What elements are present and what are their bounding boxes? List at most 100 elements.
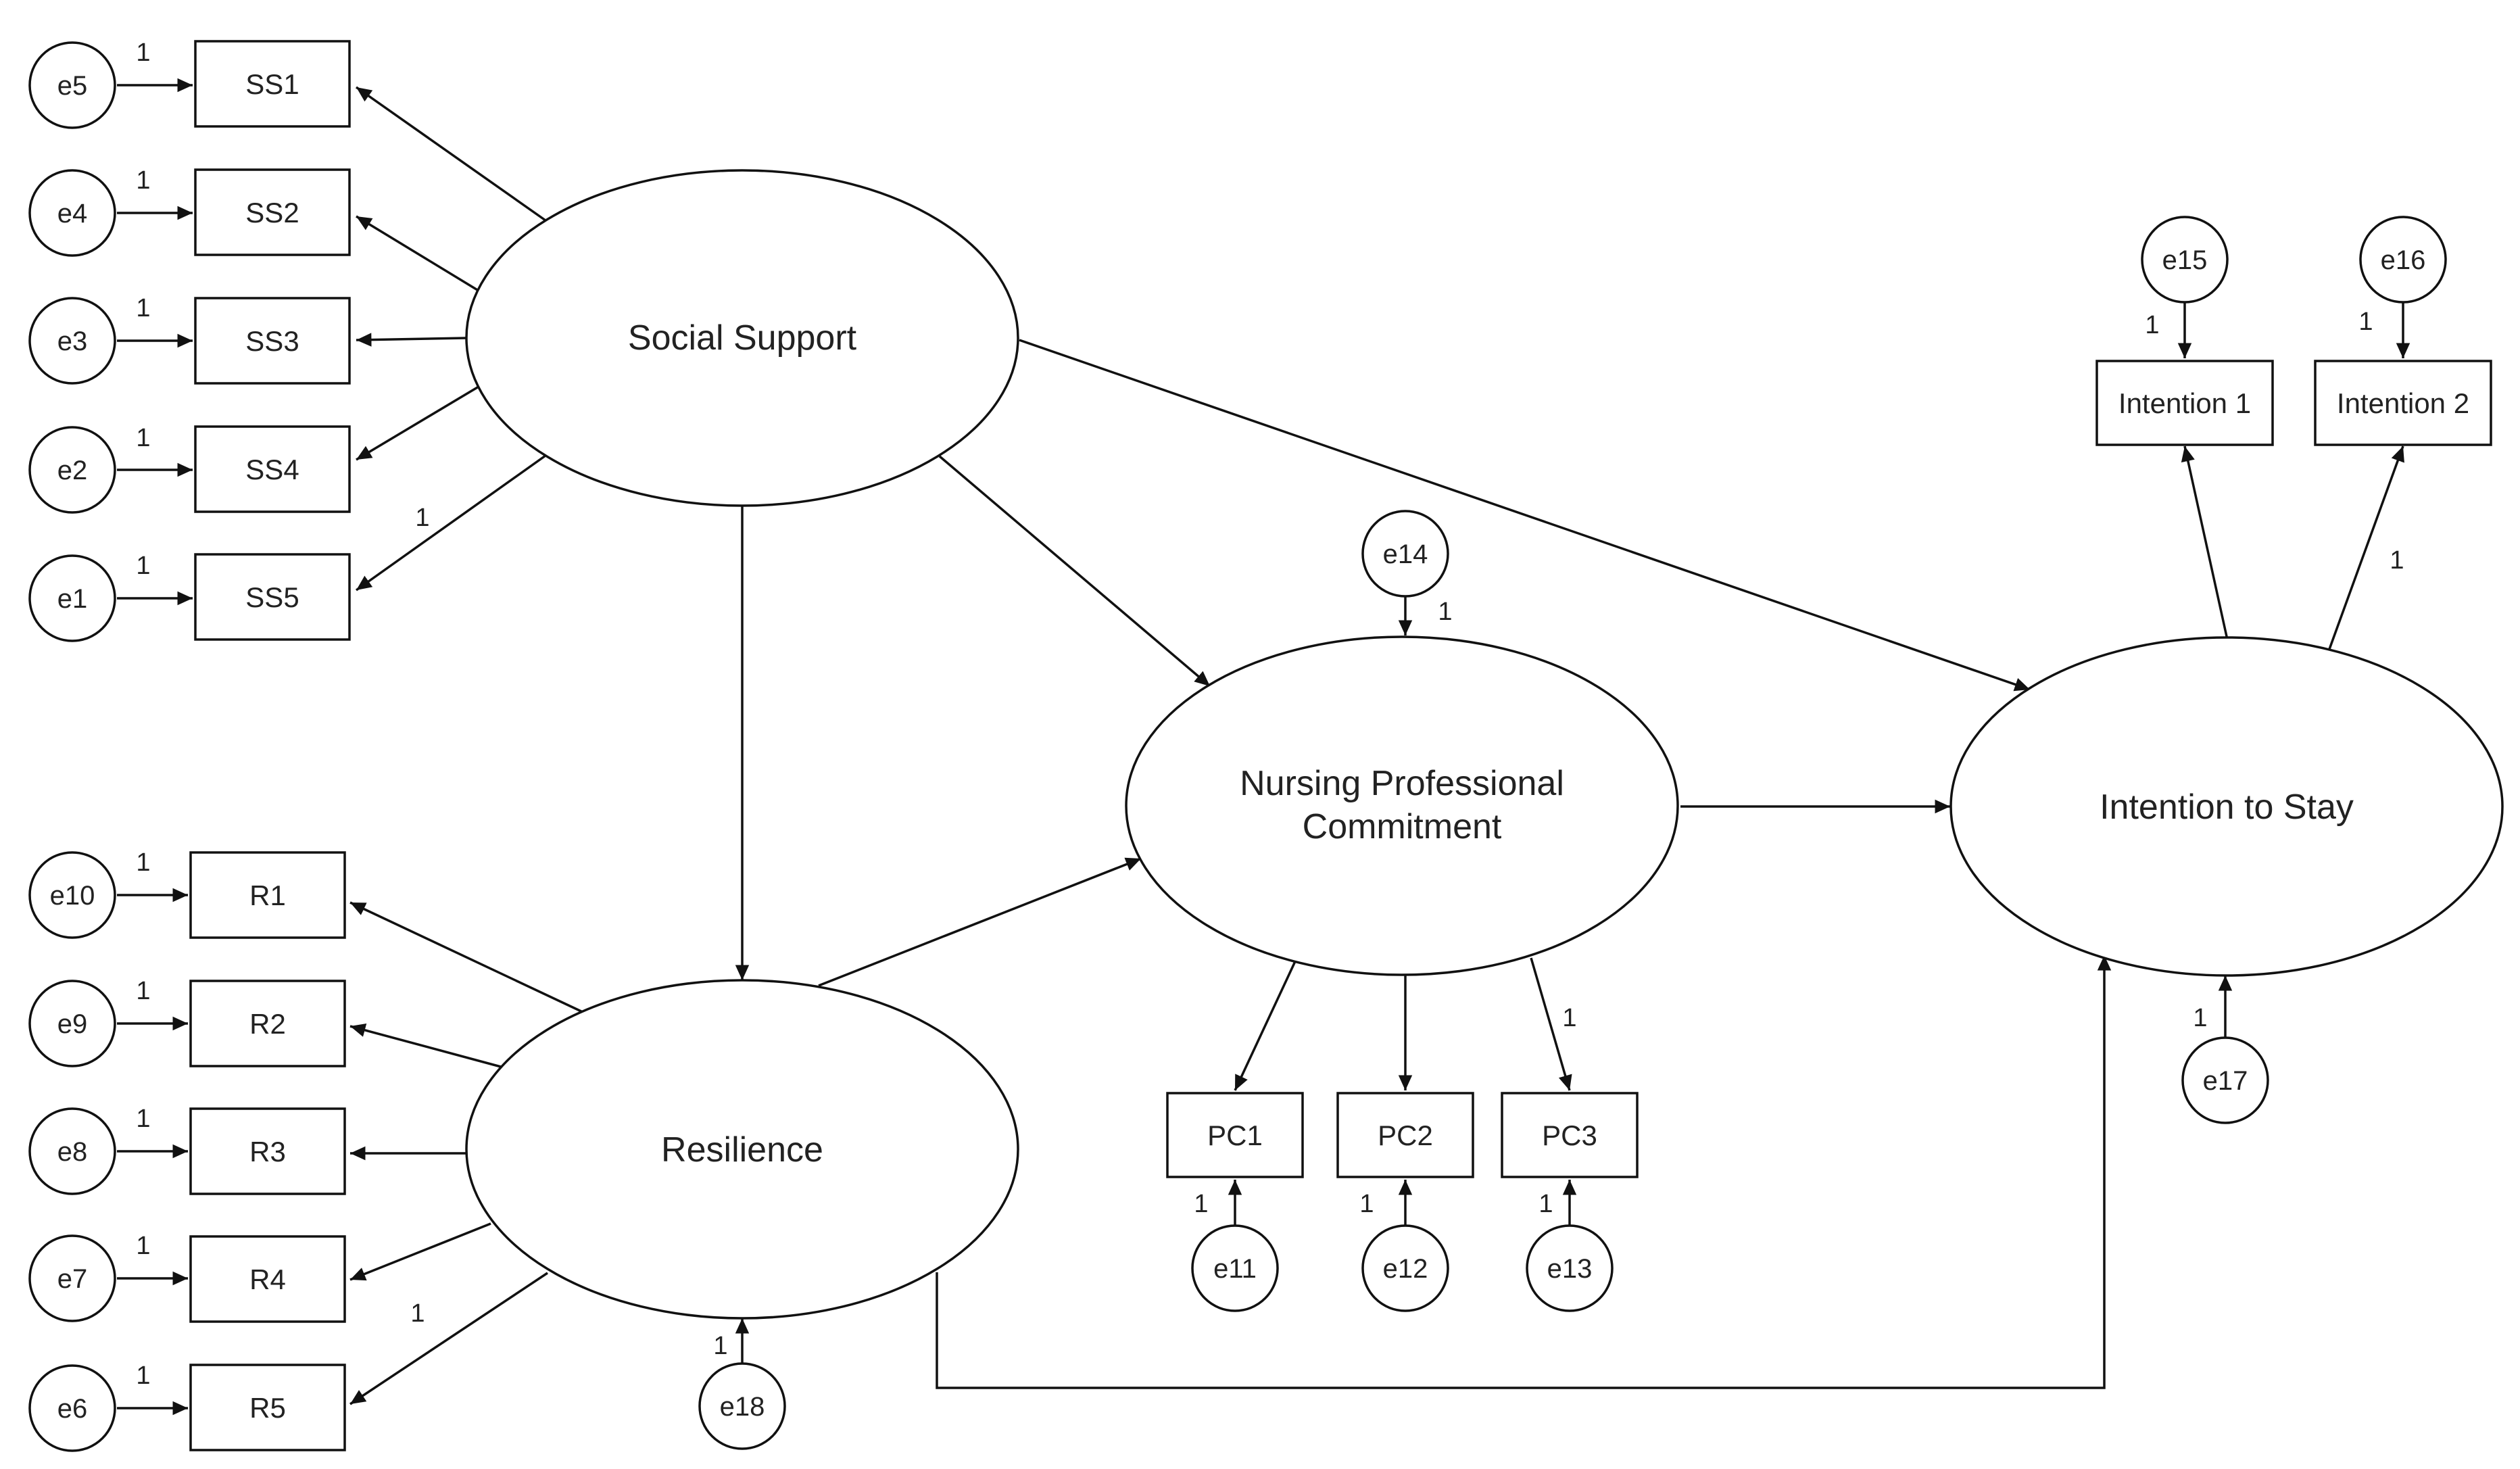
error-label-e5: e5	[57, 71, 88, 101]
fixed-weight-ss5-loading: 1	[415, 504, 429, 532]
loading-ss-ss3	[356, 333, 467, 347]
indicator-label-intention-1: Intention 1	[2118, 387, 2251, 419]
indicator-r3[interactable]: R3	[189, 1107, 346, 1195]
error-label-e17: e17	[2203, 1066, 2248, 1096]
path-res-npc	[818, 857, 1142, 987]
indicator-ss4[interactable]: SS4	[194, 425, 351, 513]
indicator-label-ss4: SS4	[245, 454, 299, 485]
fixed-weight-e4: 1	[136, 166, 150, 195]
error-e9[interactable]: e9	[28, 980, 116, 1067]
error-e10[interactable]: e10	[28, 851, 116, 939]
error-e8[interactable]: e8	[28, 1107, 116, 1195]
fixed-weight-e9: 1	[136, 977, 150, 1005]
indicator-intention-2[interactable]: Intention 2	[2314, 360, 2492, 446]
error-e15[interactable]: e15	[2141, 216, 2229, 304]
fixed-weight-e7: 1	[136, 1232, 150, 1260]
fixed-weight-e10: 1	[136, 848, 150, 877]
latent-label-npc-line1: Nursing Professional	[1240, 764, 1564, 803]
fixed-weight-int2-loading: 1	[2390, 546, 2404, 575]
indicator-label-r1: R1	[249, 880, 286, 911]
indicator-intention-1[interactable]: Intention 1	[2095, 360, 2274, 446]
latent-label-npc-line2: Commitment	[1303, 807, 1502, 846]
fixed-weight-e1: 1	[136, 552, 150, 580]
path-ss-npc	[938, 455, 1211, 688]
error-label-e10: e10	[50, 881, 95, 911]
indicator-ss2[interactable]: SS2	[194, 168, 351, 256]
error-label-e13: e13	[1547, 1254, 1593, 1284]
indicator-r4[interactable]: R4	[189, 1235, 346, 1323]
error-e7[interactable]: e7	[28, 1234, 116, 1322]
error-label-e12: e12	[1383, 1254, 1428, 1284]
error-label-e6: e6	[57, 1394, 88, 1424]
error-label-e8: e8	[57, 1137, 88, 1167]
error-label-e18: e18	[720, 1392, 765, 1422]
latent-intention-to-stay[interactable]: Intention to Stay	[1949, 636, 2504, 977]
error-e17[interactable]: e17	[2181, 1036, 2269, 1124]
error-label-e2: e2	[57, 456, 88, 485]
fixed-weight-e13: 1	[1538, 1190, 1553, 1218]
fixed-weight-e5: 1	[136, 39, 150, 67]
error-e12[interactable]: e12	[1361, 1224, 1449, 1312]
error-label-e9: e9	[57, 1009, 88, 1039]
fixed-weight-e18: 1	[713, 1332, 727, 1360]
indicator-pc2[interactable]: PC2	[1336, 1092, 1474, 1178]
error-label-e1: e1	[57, 584, 88, 614]
loading-its-int1	[2181, 445, 2229, 640]
indicator-pc3[interactable]: PC3	[1501, 1092, 1639, 1178]
fixed-weight-pc3-loading: 1	[1562, 1004, 1576, 1032]
error-e2[interactable]: e2	[28, 426, 116, 514]
edges	[117, 78, 2410, 1416]
latent-label-intention-to-stay: Intention to Stay	[2100, 788, 2354, 827]
indicator-label-pc3: PC3	[1542, 1119, 1597, 1151]
error-label-e3: e3	[57, 327, 88, 356]
indicator-ss1[interactable]: SS1	[194, 40, 351, 128]
latent-nursing-professional-commitment[interactable]: Nursing Professional Commitment	[1125, 635, 1679, 976]
error-label-e7: e7	[57, 1264, 88, 1294]
loading-res-r4	[349, 1222, 491, 1281]
indicator-label-r3: R3	[249, 1136, 286, 1167]
path-ss-its	[1019, 339, 2031, 692]
indicator-label-ss2: SS2	[245, 197, 299, 228]
loading-res-r2	[349, 1023, 502, 1068]
fixed-weight-labels: 1 1 1 1 1 1 1 1 1 1 1 1 1 1 1 1 1 1 1 1 …	[136, 39, 2404, 1390]
indicator-label-ss3: SS3	[245, 325, 299, 357]
indicator-r5[interactable]: R5	[189, 1364, 346, 1451]
loading-npc-pc1	[1234, 959, 1297, 1091]
error-e18[interactable]: e18	[698, 1362, 786, 1450]
error-e6[interactable]: e6	[28, 1364, 116, 1452]
error-e1[interactable]: e1	[28, 554, 116, 642]
loading-ss-ss4	[356, 385, 479, 461]
error-label-e14: e14	[1383, 539, 1428, 569]
indicator-ss3[interactable]: SS3	[194, 297, 351, 385]
indicator-label-intention-2: Intention 2	[2337, 387, 2469, 419]
indicator-label-ss5: SS5	[245, 581, 299, 613]
fixed-weight-e11: 1	[1194, 1190, 1208, 1218]
error-e5[interactable]: e5	[28, 41, 116, 129]
indicator-label-r4: R4	[249, 1263, 286, 1295]
error-e16[interactable]: e16	[2359, 216, 2447, 304]
indicator-r2[interactable]: R2	[189, 980, 346, 1067]
error-e13[interactable]: e13	[1526, 1224, 1614, 1312]
latent-resilience[interactable]: Resilience	[465, 979, 1019, 1320]
path-res-its	[936, 955, 2112, 1389]
error-e3[interactable]: e3	[28, 297, 116, 385]
error-e14[interactable]: e14	[1361, 510, 1449, 598]
fixed-weight-e12: 1	[1359, 1190, 1374, 1218]
loading-npc-pc3	[1530, 957, 1572, 1091]
indicator-pc1[interactable]: PC1	[1166, 1092, 1304, 1178]
indicator-label-r2: R2	[249, 1008, 286, 1040]
loading-res-r5	[349, 1272, 548, 1405]
indicator-ss5[interactable]: SS5	[194, 553, 351, 641]
error-e11[interactable]: e11	[1191, 1224, 1279, 1312]
fixed-weight-r5-loading: 1	[410, 1299, 425, 1328]
indicator-r1[interactable]: R1	[189, 851, 346, 939]
error-label-e4: e4	[57, 199, 88, 228]
error-label-e15: e15	[2162, 245, 2208, 275]
latent-label-resilience: Resilience	[661, 1130, 823, 1170]
latent-social-support[interactable]: Social Support	[465, 169, 1019, 507]
fixed-weight-e14: 1	[1438, 598, 1452, 626]
error-label-e11: e11	[1213, 1254, 1257, 1284]
fixed-weight-e15: 1	[2145, 311, 2159, 339]
error-e4[interactable]: e4	[28, 169, 116, 257]
